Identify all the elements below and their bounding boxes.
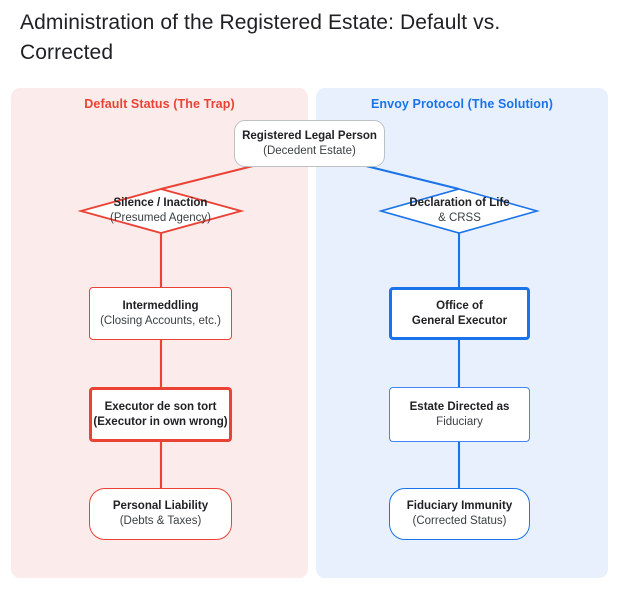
node-registered-legal-person[interactable]: Registered Legal Person (Decedent Estate… (234, 120, 385, 167)
panel-header-envoy-protocol: Envoy Protocol (The Solution) (370, 97, 554, 111)
node-declaration-of-life-line2: & CRSS (438, 212, 481, 224)
node-fiduciary-immunity[interactable]: Fiduciary Immunity (Corrected Status) (389, 488, 530, 540)
node-office-of-general-executor-line1: Office of (436, 299, 483, 312)
node-personal-liability-line1: Personal Liability (112, 500, 209, 512)
node-personal-liability[interactable]: Personal Liability (Debts & Taxes) (89, 488, 232, 540)
node-office-of-general-executor-line2: General Executor (411, 314, 508, 327)
node-root-line1: Registered Legal Person (242, 129, 377, 142)
node-silence-inaction-line1: Silence / Inaction (113, 197, 208, 209)
node-estate-directed-line2: Fiduciary (436, 415, 483, 428)
node-personal-liability-line2: (Debts & Taxes) (119, 515, 202, 527)
node-executor-de-son-tort[interactable]: Executor de son tort (Executor in own wr… (89, 387, 232, 442)
node-executor-de-son-tort-line1: Executor de son tort (104, 400, 217, 413)
node-fiduciary-immunity-line2: (Corrected Status) (412, 515, 507, 527)
node-silence-inaction[interactable]: Silence / Inaction (Presumed Agency) (80, 189, 241, 233)
node-root-line2: (Decedent Estate) (263, 144, 356, 157)
node-declaration-of-life-line1: Declaration of Life (409, 197, 510, 209)
node-intermeddling[interactable]: Intermeddling (Closing Accounts, etc.) (89, 287, 232, 340)
flowchart-diagram: Default Status (The Trap) Envoy Protocol… (0, 88, 619, 580)
node-executor-de-son-tort-line2: (Executor in own wrong) (93, 415, 228, 428)
node-estate-directed-as-fiduciary[interactable]: Estate Directed as Fiduciary (389, 387, 530, 442)
page-title: Administration of the Registered Estate:… (20, 11, 501, 64)
node-silence-inaction-line2: (Presumed Agency) (110, 212, 211, 224)
panel-header-default-status: Default Status (The Trap) (84, 97, 235, 111)
node-office-of-general-executor[interactable]: Office of General Executor (389, 287, 530, 340)
node-fiduciary-immunity-line1: Fiduciary Immunity (406, 500, 513, 512)
node-intermeddling-line2: (Closing Accounts, etc.) (100, 314, 221, 327)
node-estate-directed-line1: Estate Directed as (409, 400, 510, 413)
node-declaration-of-life[interactable]: Declaration of Life & CRSS (381, 189, 538, 233)
node-intermeddling-line1: Intermeddling (122, 299, 199, 312)
